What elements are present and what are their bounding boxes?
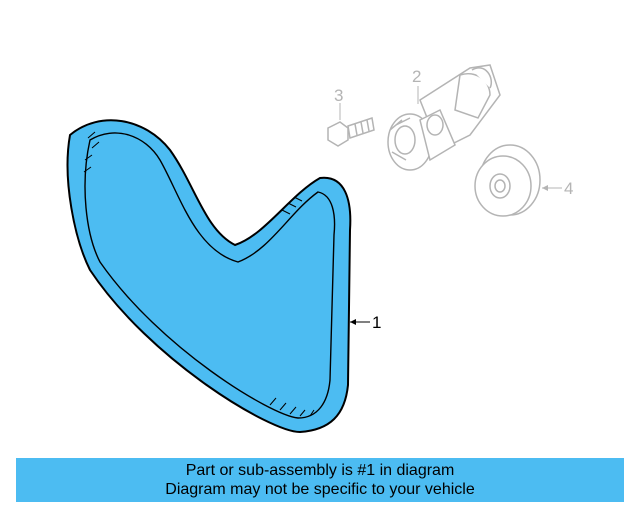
callout-4: 4 — [542, 179, 573, 198]
callout-1: 1 — [350, 313, 381, 332]
serpentine-belt-icon[interactable] — [66, 119, 352, 434]
caption-bar: Part or sub-assembly is #1 in diagram Di… — [16, 458, 624, 502]
callout-number-3: 3 — [334, 86, 343, 105]
bolt-icon[interactable] — [327, 117, 375, 147]
callout-3: 3 — [334, 86, 343, 120]
callout-2: 2 — [412, 67, 421, 104]
belt-tensioner-icon[interactable] — [387, 64, 501, 171]
idler-pulley-icon[interactable] — [474, 144, 541, 217]
parts-diagram: 1 3 2 4 — [66, 64, 573, 434]
caption-line-1: Part or sub-assembly is #1 in diagram — [185, 462, 455, 479]
callout-number-1: 1 — [372, 313, 381, 332]
callout-number-4: 4 — [564, 179, 573, 198]
callout-number-2: 2 — [412, 67, 421, 86]
caption-line-2: Diagram may not be specific to your vehi… — [165, 481, 475, 498]
